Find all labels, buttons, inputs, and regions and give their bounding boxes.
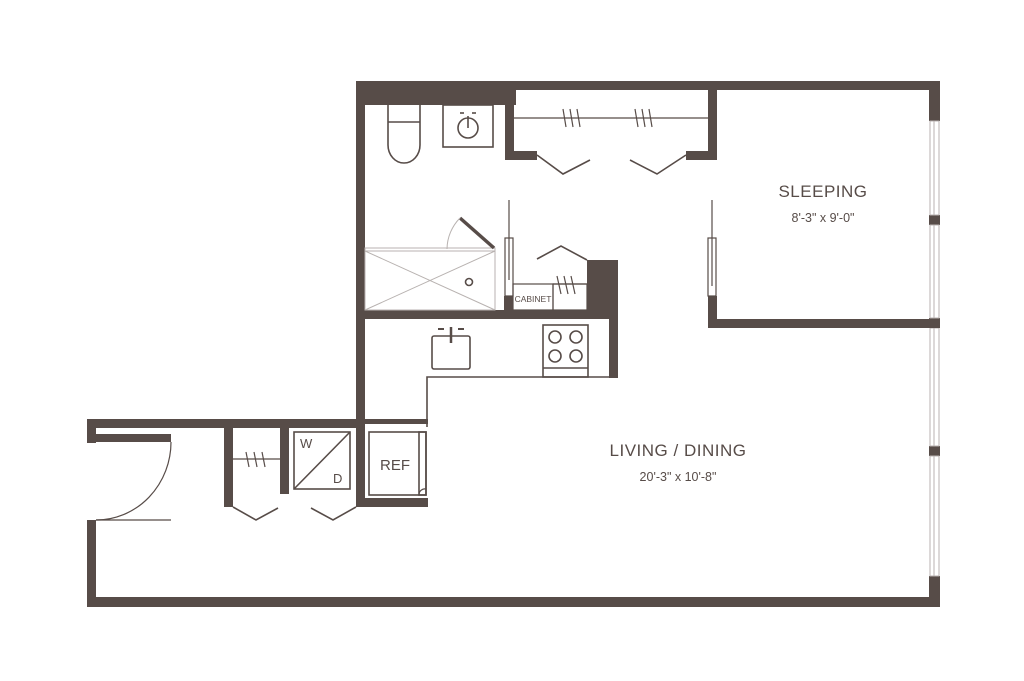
right-wall-mullion-1 bbox=[929, 215, 940, 225]
room-dimensions-sleeping: 8'-3" x 9'-0" bbox=[792, 211, 855, 225]
ref-label: REF bbox=[380, 457, 410, 474]
closet-left-wall bbox=[505, 81, 514, 160]
left-wall-upper bbox=[87, 419, 96, 443]
kitchen-sink-icon bbox=[431, 327, 471, 370]
dryer-label: D bbox=[333, 471, 342, 486]
wardrobe-closet bbox=[514, 108, 708, 175]
laundry-door bbox=[310, 506, 357, 521]
toilet-icon bbox=[387, 105, 421, 164]
refrigerator: REF bbox=[368, 431, 427, 496]
left-wall-lower bbox=[87, 520, 96, 607]
closet-door-right bbox=[629, 154, 687, 175]
bathroom bbox=[364, 104, 514, 311]
room-name-sleeping: SLEEPING bbox=[778, 182, 867, 201]
closet-left-return bbox=[505, 151, 537, 160]
sleeping-left-wall bbox=[708, 296, 717, 328]
fridge-bottom-wall bbox=[356, 498, 428, 507]
room-dimensions-living-dining: 20'-3" x 10'-8" bbox=[640, 470, 717, 484]
right-wall-mullion-3 bbox=[929, 446, 940, 456]
closet-coat-left-wall bbox=[224, 419, 233, 507]
cabinet-area: CABINET bbox=[512, 245, 588, 311]
top-wall bbox=[356, 81, 940, 90]
right-wall-top bbox=[929, 81, 940, 121]
washer-dryer: W D bbox=[293, 431, 357, 521]
sleeping-pocket-door bbox=[707, 200, 717, 297]
laundry-right-wall bbox=[356, 419, 365, 507]
closet-right-wall bbox=[708, 81, 717, 160]
kitchen-right-wall bbox=[609, 260, 618, 378]
entry-door-icon bbox=[95, 441, 172, 521]
room-label-living: LIVING / DINING 20'-3" x 10'-8" bbox=[610, 441, 747, 484]
right-wall-bottom bbox=[929, 576, 940, 607]
core-left-wall bbox=[356, 81, 365, 427]
fridge-top-wall bbox=[356, 419, 428, 424]
pantry-rod-icon bbox=[556, 275, 576, 295]
stove-icon bbox=[542, 324, 589, 378]
closet-coat-right-wall bbox=[280, 419, 289, 494]
windows bbox=[929, 120, 940, 577]
door-header-wall bbox=[87, 434, 171, 442]
shower-door-icon bbox=[446, 216, 496, 250]
bathroom-sink-icon bbox=[442, 104, 494, 148]
closet-door-left bbox=[536, 154, 591, 175]
washer-label: W bbox=[300, 436, 313, 451]
sleeping-bottom-wall bbox=[708, 319, 940, 328]
coat-closet-door bbox=[232, 506, 279, 521]
bath-pocket-door bbox=[504, 200, 514, 297]
shower-icon bbox=[364, 247, 496, 311]
interior-walls bbox=[224, 81, 940, 507]
cabinet-label: CABINET bbox=[515, 294, 552, 304]
room-name-living-dining: LIVING / DINING bbox=[610, 441, 747, 460]
bath-top-wall bbox=[356, 81, 516, 105]
bath-door-stub bbox=[504, 296, 513, 316]
closet-right-return bbox=[686, 151, 717, 160]
coat-closet bbox=[232, 451, 280, 521]
kitchen bbox=[426, 324, 609, 427]
bath-bottom-wall bbox=[356, 310, 618, 319]
bottom-wall bbox=[87, 597, 940, 607]
room-label-sleeping: SLEEPING 8'-3" x 9'-0" bbox=[778, 182, 867, 225]
pantry-door bbox=[536, 245, 588, 261]
